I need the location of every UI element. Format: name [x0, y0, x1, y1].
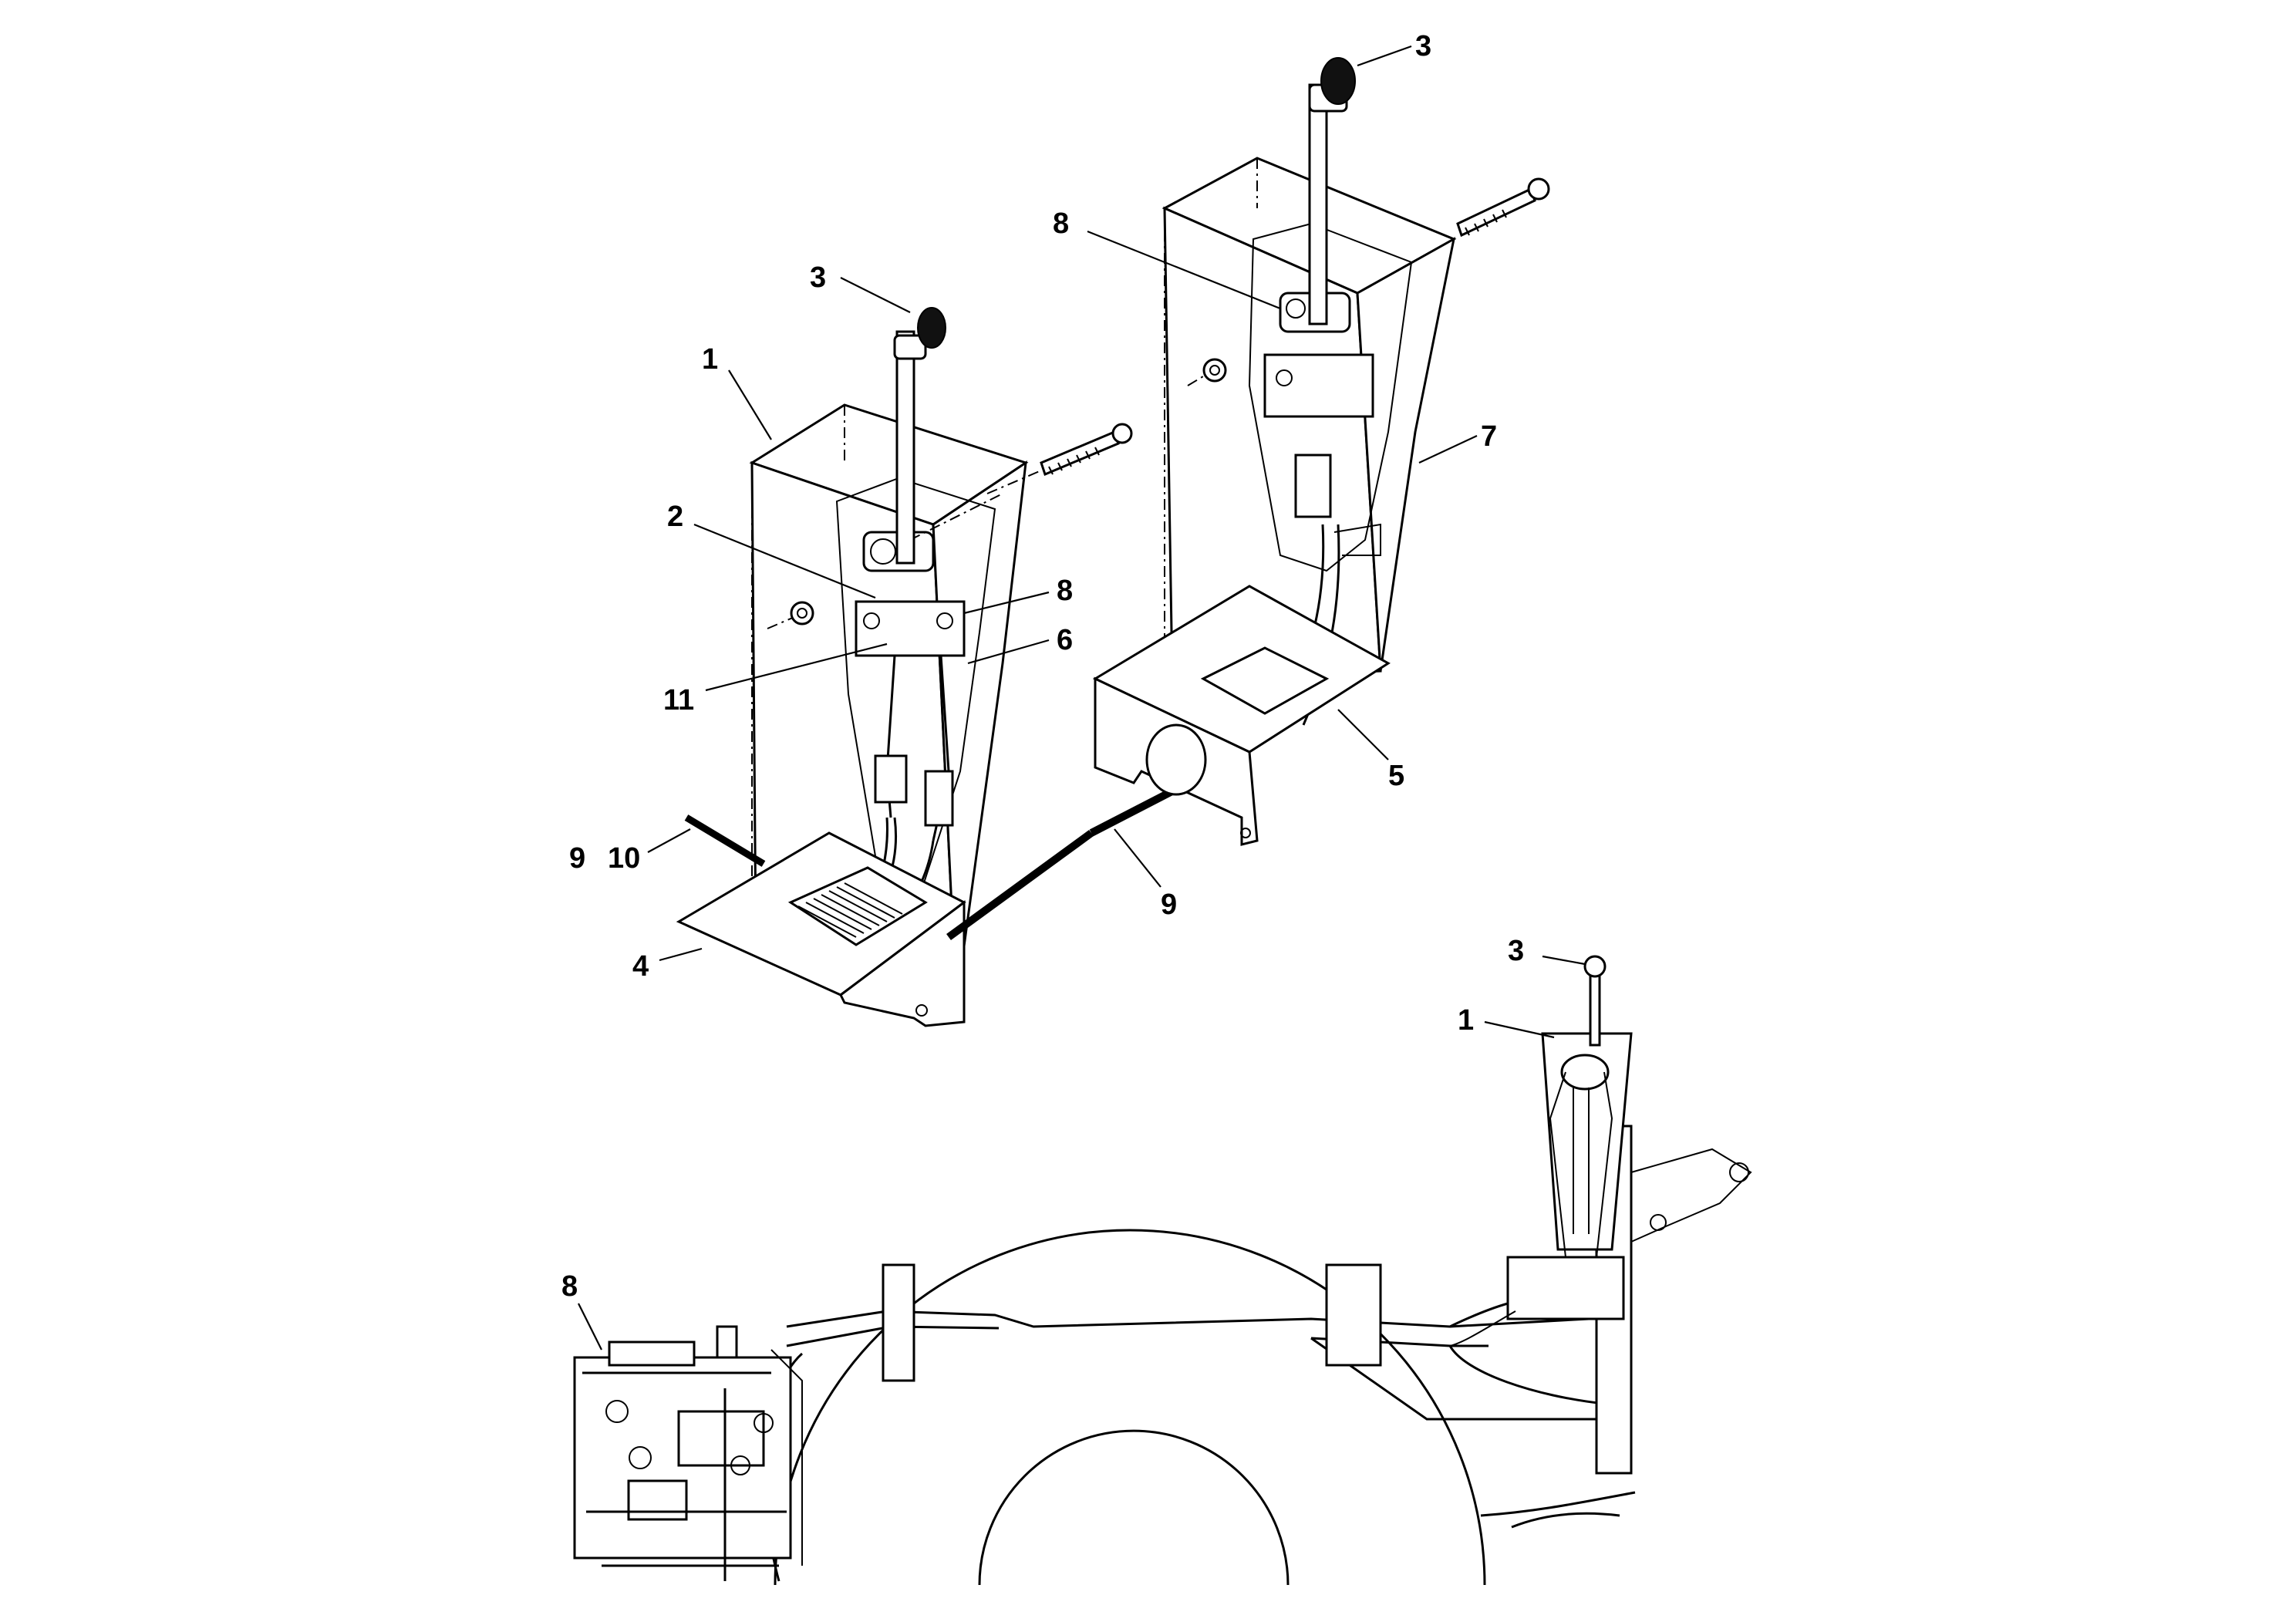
- callout-left-pivot: 2: [667, 501, 683, 533]
- callout-middle-conduit: 9: [1161, 889, 1177, 921]
- callout-left-base: 4: [632, 950, 649, 983]
- left-knob-icon: [917, 307, 946, 349]
- right-lever: [1308, 57, 1356, 325]
- callout-right-switch: 8: [1053, 207, 1069, 240]
- callout-right-box: 7: [1481, 420, 1497, 453]
- left-bolt: [986, 423, 1133, 494]
- left-base-plate: [676, 831, 966, 1027]
- right-nut: [1187, 358, 1227, 386]
- right-bolt: [1456, 177, 1550, 238]
- callout-left-box: 1: [702, 343, 718, 376]
- right-control-box: [1161, 157, 1457, 726]
- left-nut: [767, 601, 814, 629]
- callout-right-knob: 3: [1415, 30, 1431, 62]
- callout-left-conduit-9: 9: [569, 842, 585, 875]
- leader-lines: [578, 45, 1586, 1351]
- callout-bottom-valve: 8: [561, 1270, 578, 1303]
- callout-left-switch: 8: [1057, 575, 1073, 607]
- bottom-valve-block: [573, 1325, 803, 1581]
- callout-left-cable-6: 6: [1057, 624, 1073, 656]
- callout-right-base: 5: [1388, 760, 1404, 792]
- callout-bottom-box: 1: [1458, 1004, 1474, 1037]
- callout-labels: 1 3 2 8 6 11 4 9 10 9 3 8 7 5 3 1 8: [561, 30, 1524, 1303]
- right-base-plate: [1092, 585, 1391, 846]
- callout-left-cable-10: 10: [608, 842, 640, 875]
- callout-left-knob: 3: [810, 261, 826, 294]
- machine-side-view: [573, 955, 1752, 1586]
- callout-bottom-knob: 3: [1508, 935, 1524, 967]
- callout-left-cable-11: 11: [663, 684, 694, 717]
- right-knob-icon: [1320, 57, 1356, 105]
- left-cable-10: [684, 814, 766, 867]
- bottom-knob-icon: [1583, 955, 1607, 978]
- left-lever: [893, 307, 946, 565]
